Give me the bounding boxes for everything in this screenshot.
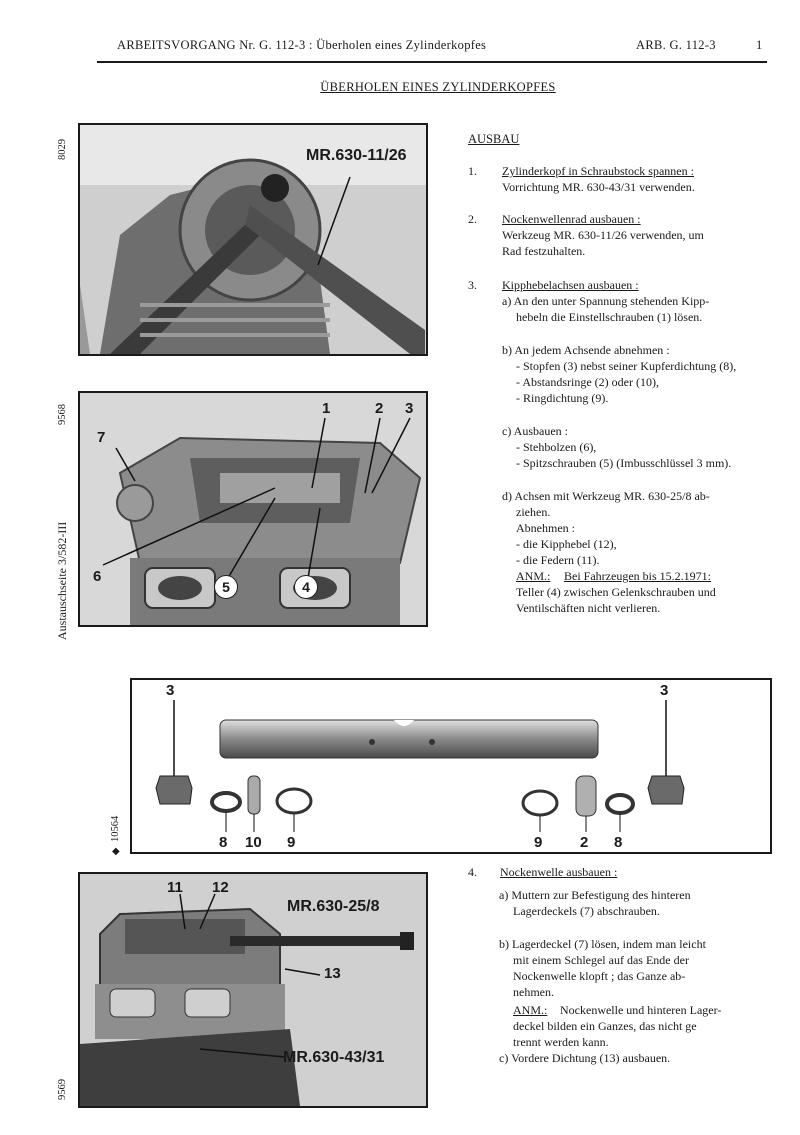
step-4b-line-1: b) Lagerdeckel (7) lösen, indem man leic… [499,937,706,951]
step-4c-line-1: c) Vordere Dichtung (13) ausbauen. [499,1051,671,1065]
step-2-number: 2. [468,212,477,226]
fig3-label-10: 10 [245,834,262,851]
fig2-label-7: 7 [97,429,106,446]
step-1-line: Vorrichtung MR. 630-43/31 verwenden. [502,180,695,194]
fig2-label-1: 1 [322,400,331,417]
step-4b-line-4: nehmen. [513,985,554,999]
step-1-title: Zylinderkopf in Schraubstock spannen : [502,164,694,178]
step-4-note-line-1: deckel bilden ein Ganzes, das nicht ge [513,1019,697,1033]
fig3-code: 10564 [110,815,121,842]
figure-4-photo [78,872,428,1108]
figure-3-frame [130,678,772,854]
fig4-tool-b: MR.630-43/31 [283,1049,385,1066]
step-3-note-title: Bei Fahrzeugen bis 15.2.1971: [564,569,711,583]
figure-2-photo [78,391,428,627]
fig4-label-11: 11 [167,879,183,896]
step-3c-line-1: c) Ausbauen : [502,424,568,438]
fig2-label-3: 3 [405,400,414,417]
step-3-title: Kipphebelachsen ausbauen : [502,278,639,292]
page-title: ÜBERHOLEN EINES ZYLINDERKOPFES [320,80,556,94]
step-2-line-2: Rad festzuhalten. [502,244,586,258]
page-number: 1 [756,38,763,52]
step-3b-line-3: - Abstandsringe (2) oder (10), [516,375,659,389]
fig3-label-8-right: 8 [614,834,623,851]
step-4b-line-2: mit einem Schlegel auf das Ende der [513,953,689,967]
header-rule [97,61,767,63]
header-title: ARBEITSVORGANG Nr. G. 112-3 : Überholen … [117,38,487,52]
step-4a-line-2: Lagerdeckels (7) abschrauben. [513,904,660,918]
step-4-note-line-2: trennt werden kann. [513,1035,609,1049]
fig2-label-6: 6 [93,568,102,585]
fig3-label-9-right: 9 [534,834,543,851]
step-2-title: Nockenwellenrad ausbauen : [502,212,641,226]
step-3c-line-3: - Spitzschrauben (5) (Imbusschlüssel 3 m… [516,456,732,470]
step-3d-line-2: ziehen. [516,505,551,519]
section-heading: AUSBAU [468,132,520,146]
header-ref: ARB. G. 112-3 [636,38,716,52]
figure-1-drawing [80,125,426,354]
step-2-line-1: Werkzeug MR. 630-11/26 verwenden, um [502,228,704,242]
fig3-label-9-left: 9 [287,834,296,851]
step-3d-line-3: Abnehmen : [516,521,575,535]
step-3b-line-4: - Ringdichtung (9). [516,391,609,405]
step-3d-line-4: - die Kipphebel (12), [516,537,617,551]
fig4-label-13: 13 [324,965,341,982]
fig4-tool-a: MR.630-25/8 [287,898,380,915]
step-3d-line-5: - die Federn (11). [516,553,600,567]
step-3-note-line-1: Teller (4) zwischen Gelenkschrauben und [516,585,716,599]
step-3a-line-2: hebeln die Einstellschrauben (1) lösen. [516,310,703,324]
step-3-note-label: ANM.: [516,569,551,583]
step-4-note-rest: Nockenwelle und hinteren Lager- [560,1003,722,1017]
fig2-label-4: 4 [294,575,318,599]
step-3c-line-2: - Stehbolzen (6), [516,440,597,454]
fig3-marker-icon: ◆ [112,846,120,857]
fig1-tool-label: MR.630-11/26 [306,147,407,164]
figure-2-drawing [80,393,426,625]
fig4-label-12: 12 [212,879,229,896]
step-3-note-line-2: Ventilschäften nicht verlieren. [516,601,661,615]
exchange-code: Austauschseite 3/582-III [55,521,69,640]
step-4a-line-1: a) Muttern zur Befestigung des hinteren [499,888,691,902]
fig1-code: 8029 [57,139,68,160]
fig2-label-5: 5 [214,575,238,599]
step-3b-line-1: b) An jedem Achsende abnehmen : [502,343,670,357]
fig2-label-2: 2 [375,400,384,417]
fig3-label-8-left: 8 [219,834,228,851]
fig3-label-2: 2 [580,834,589,851]
step-3a-line-1: a) An den unter Spannung stehenden Kipp- [502,294,710,308]
step-4-note-label: ANM.: [513,1003,548,1017]
step-3-number: 3. [468,278,477,292]
step-3b-line-2: - Stopfen (3) nebst seiner Kupferdichtun… [516,359,737,373]
step-3d-line-1: d) Achsen mit Werkzeug MR. 630-25/8 ab- [502,489,710,503]
figure-3-drawing [155,700,685,832]
step-4-title: Nockenwelle ausbauen : [500,865,618,879]
step-4-number: 4. [468,865,477,879]
step-4b-line-3: Nockenwelle klopft ; das Ganze ab- [513,969,686,983]
fig4-code: 9569 [57,1079,68,1100]
fig3-label-top-left: 3 [166,682,175,699]
figure-4-drawing [80,874,426,1106]
fig3-label-top-right: 3 [660,682,669,699]
figure-1-photo [78,123,428,356]
fig2-code: 9568 [57,404,68,425]
step-1-number: 1. [468,164,477,178]
